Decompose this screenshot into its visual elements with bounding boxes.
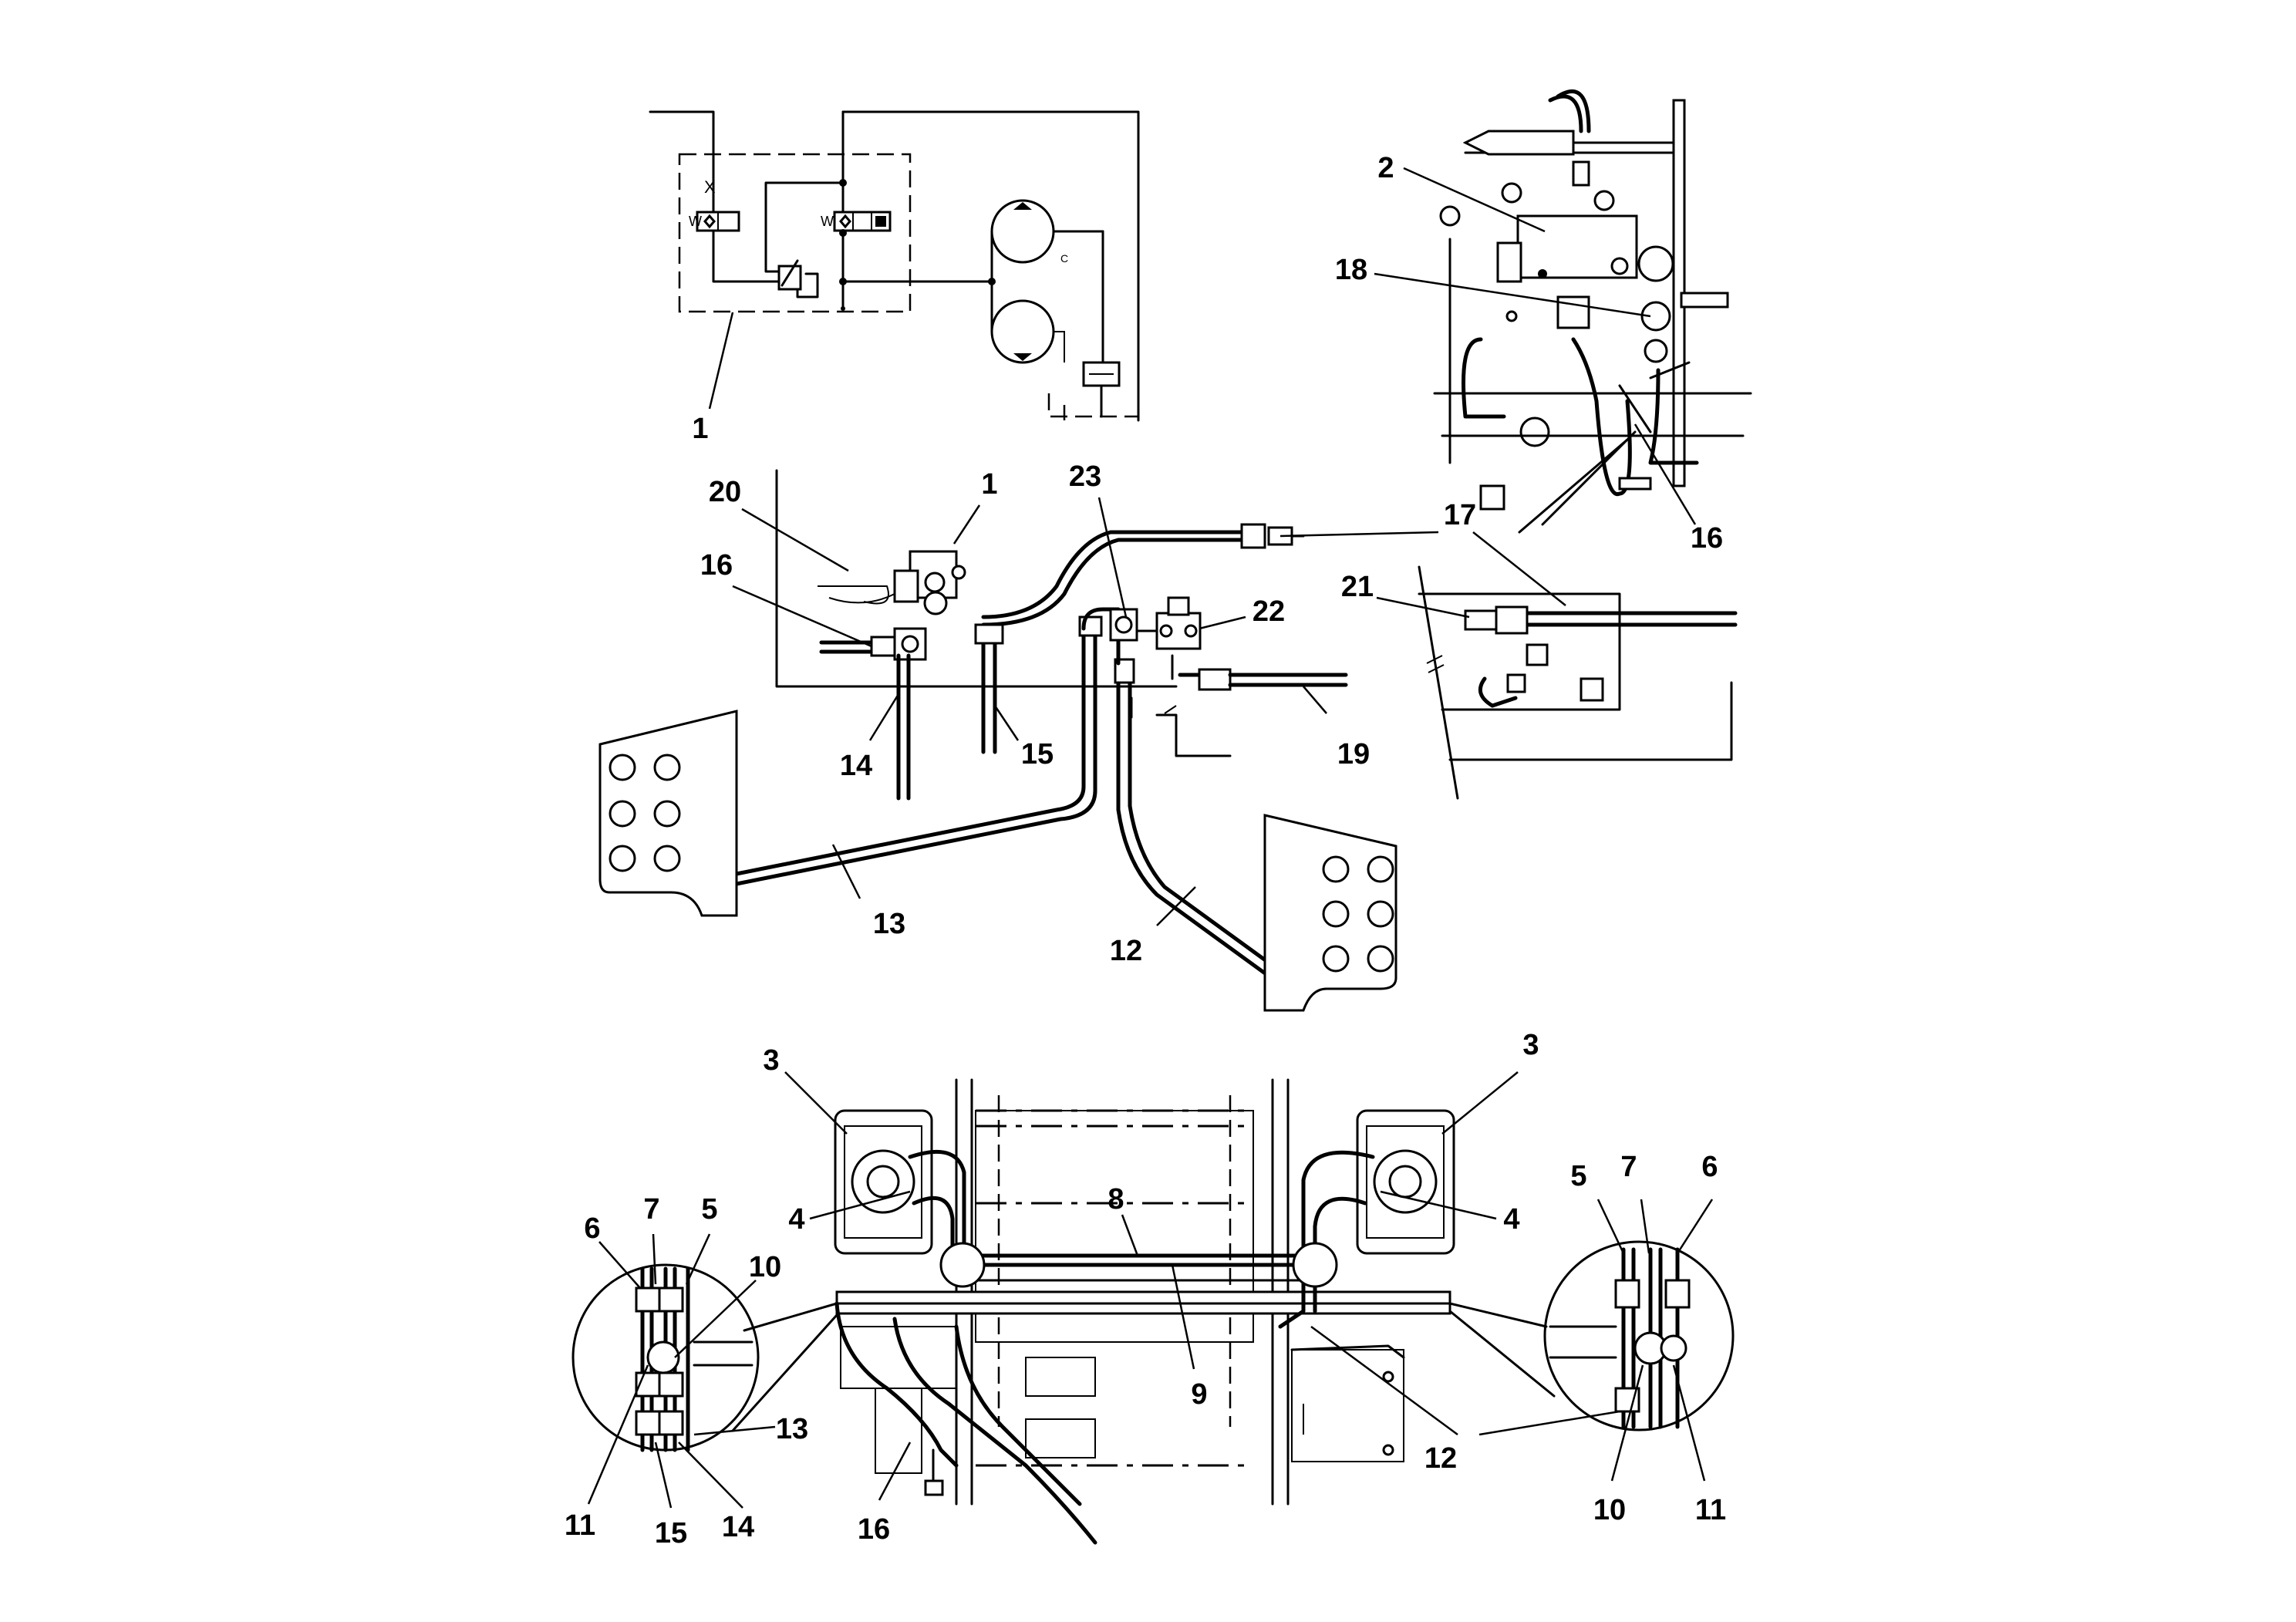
hydraulic-schematic: X W W [649,110,1140,422]
callout-1-mid: 1 [981,468,997,501]
callout-4-left: 4 [788,1203,804,1236]
callout-13-bottom: 13 [776,1413,808,1445]
callout-21: 21 [1341,571,1374,603]
callout-14-bottom: 14 [722,1511,754,1543]
callout-5-right: 5 [1570,1160,1586,1192]
solenoid-left-label: W [689,214,702,229]
piping-layout [598,469,1738,1012]
callout-10-right: 10 [1593,1494,1626,1526]
pump-detail-view [1374,89,1752,534]
solenoid-valve-right: W [821,211,892,232]
relief-valve [777,259,819,298]
solenoid-right-label: W [821,214,834,229]
callout-19: 19 [1337,738,1370,771]
callout-11-right: 11 [1695,1494,1726,1526]
solenoid-valve-left: W [689,211,740,232]
callout-6-left: 6 [584,1212,600,1245]
callout-7-left: 7 [643,1193,659,1226]
callout-12-mid: 12 [1110,935,1142,967]
callout-13-mid: 13 [873,908,905,940]
port-c-label: C [1060,252,1068,265]
callout-6-right: 6 [1701,1151,1718,1183]
callout-17: 17 [1444,499,1476,531]
callout-16-bottom: 16 [858,1513,890,1546]
wheel-right [1356,1109,1455,1255]
callout-14-mid: 14 [840,750,872,782]
callout-16-top: 16 [1691,522,1723,555]
callout-9: 9 [1191,1378,1207,1411]
callout-15-bottom: 15 [655,1517,687,1549]
callout-3-left: 3 [763,1044,779,1077]
callout-7-right: 7 [1620,1151,1637,1183]
callout-22: 22 [1253,595,1285,628]
port-x-label: X [704,177,716,197]
callout-10-left: 10 [749,1251,781,1283]
callout-8: 8 [1108,1183,1124,1216]
callout-15-mid: 15 [1021,738,1054,771]
callout-18: 18 [1335,254,1367,286]
callout-20: 20 [709,476,741,508]
callout-23: 23 [1069,460,1101,493]
callout-16-mid: 16 [700,549,733,582]
callout-1-schematic: 1 [692,413,708,445]
callout-11-left: 11 [565,1509,595,1542]
callout-5-left: 5 [701,1193,717,1226]
callout-labels: 1 2 18 16 20 1 23 17 16 22 21 14 15 19 1… [565,152,1726,1549]
axle-assembly [571,1071,1735,1545]
callout-12-bottom: 12 [1424,1442,1457,1475]
detail-circle-right [1448,1240,1735,1431]
mounting-plate-left [598,710,738,917]
mounting-plate-right [1263,814,1397,1012]
callout-4-right: 4 [1503,1203,1519,1236]
connection-detail-21 [1418,565,1738,800]
hydraulic-motors: C [990,199,1138,420]
wheel-left [834,1109,933,1255]
callout-3-right: 3 [1522,1029,1539,1061]
valve-block-boundary [678,153,912,313]
callout-2: 2 [1377,152,1394,184]
detail-circle-left [571,1263,838,1452]
